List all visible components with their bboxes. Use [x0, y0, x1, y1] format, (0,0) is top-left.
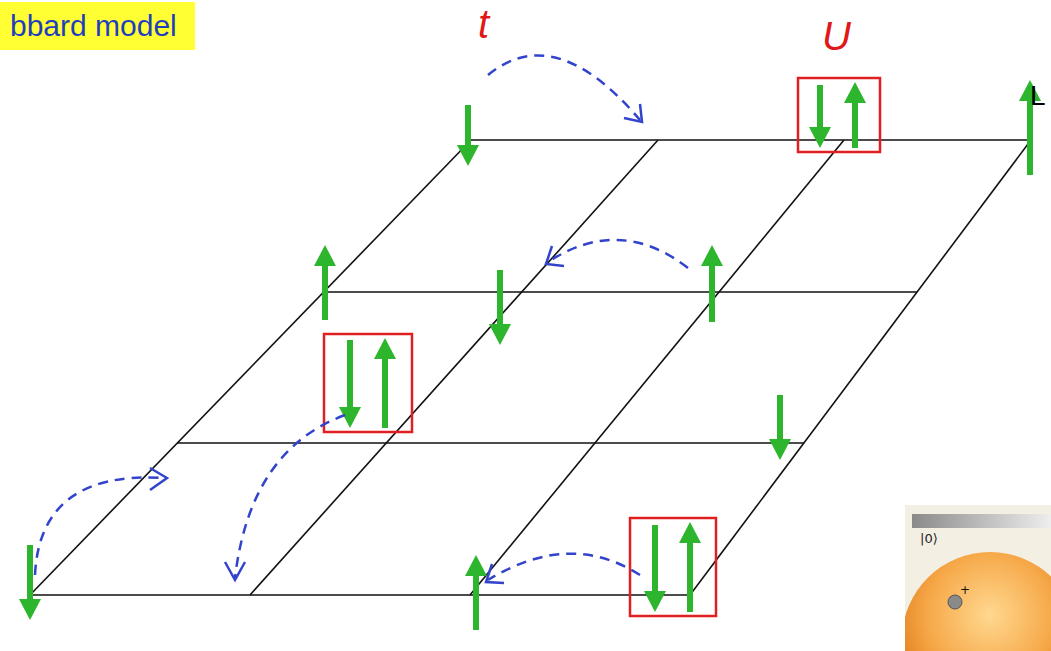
interaction-label: U [822, 16, 851, 56]
hopping-arcs [35, 55, 688, 583]
state-label: |0⟩ [920, 532, 938, 545]
charge-label: + [960, 584, 970, 596]
atom-inset [905, 505, 1051, 651]
title-highlight [0, 2, 195, 50]
spin-arrows [19, 80, 1041, 630]
title-text: bbard model [10, 11, 177, 41]
hopping-label: t [478, 4, 489, 44]
cropped-label: L [1030, 82, 1046, 110]
double-occupancy-box [324, 78, 880, 616]
lattice-lines [30, 140, 1031, 595]
